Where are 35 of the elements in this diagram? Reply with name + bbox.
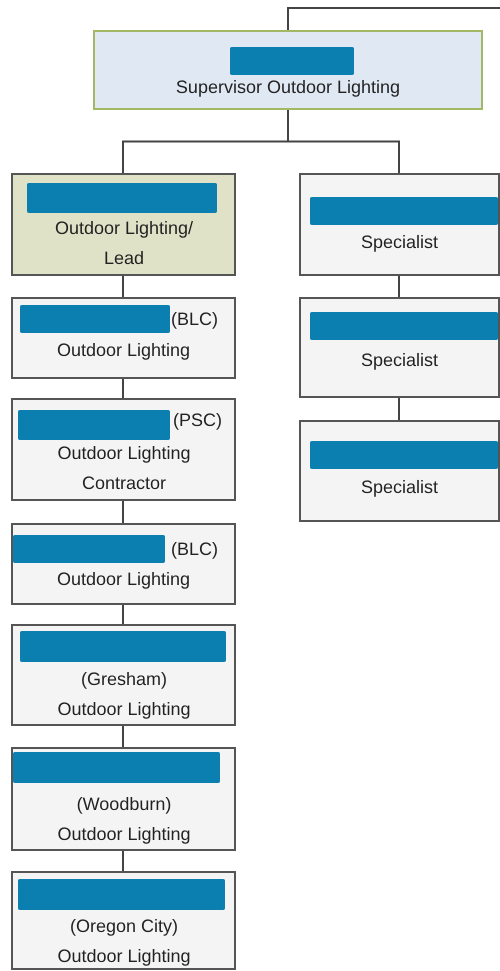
job-title: Specialist [360,349,440,372]
connector-line [287,110,400,173]
job-title: (Oregon City) Outdoor Lighting [56,915,192,968]
org-chart-box [299,297,500,398]
job-title: (Gresham) Outdoor Lighting [56,668,192,721]
job-title: (BLC) [171,538,220,561]
org-chart-box [11,297,236,379]
job-title: (Woodburn) Outdoor Lighting [56,793,192,846]
job-title: (BLC) [171,308,220,331]
org-chart-box [93,30,483,110]
connector-line [122,501,124,523]
org-chart-box [11,173,236,276]
job-title: Outdoor Lighting [56,568,192,591]
org-chart-box [299,173,500,276]
connector-line [122,379,124,398]
job-title: Supervisor Outdoor Lighting [174,76,402,99]
org-chart-box [299,420,500,522]
job-title: (PSC) [173,409,223,432]
connector-line [122,726,124,747]
job-title: Outdoor Lighting/ Lead [54,217,194,270]
connector-line [398,398,400,420]
connector-line [122,851,124,871]
org-chart-box [11,398,236,501]
connector-line [398,276,400,297]
job-title: Specialist [360,476,440,499]
org-chart-box [11,747,236,851]
org-chart-box [11,523,236,605]
job-title: Specialist [360,231,440,254]
job-title: Outdoor Lighting [56,339,192,362]
connector-line [122,605,124,624]
org-chart-box [11,871,236,970]
org-chart-box [11,624,236,726]
connector-line [122,276,124,297]
job-title: Outdoor Lighting Contractor [56,442,192,495]
connector-line [287,7,500,30]
